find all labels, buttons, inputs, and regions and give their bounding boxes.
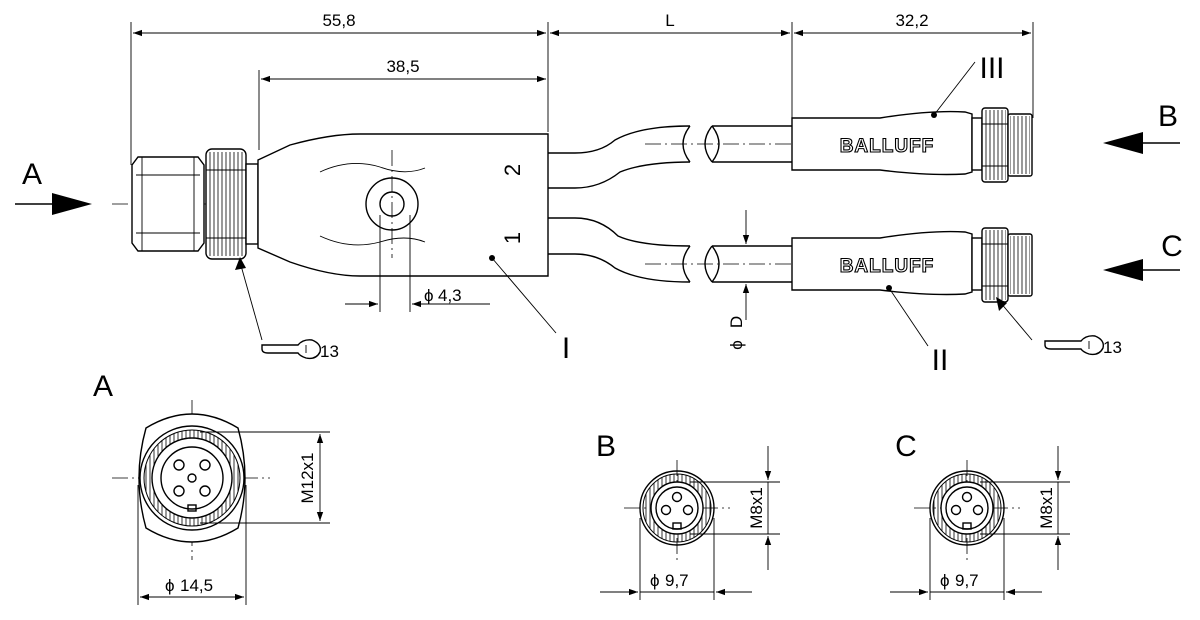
splitter-body xyxy=(257,133,549,277)
dim-connector-length: 32,2 xyxy=(895,11,928,30)
diameter-symbol-b: ϕ xyxy=(650,571,660,590)
view-label-b-arrow: B xyxy=(1158,100,1178,133)
wrench-size-right: 13 xyxy=(1103,338,1122,357)
dim-thread-a: M12x1 xyxy=(298,452,317,503)
view-b-dimensions xyxy=(600,446,780,600)
view-c-dimensions xyxy=(890,446,1070,600)
mount-hole-dimension xyxy=(345,215,490,312)
lower-m8-connector xyxy=(791,227,1033,303)
brand-label-lower: BALLUFF xyxy=(840,256,935,277)
port-label-upper: 2 xyxy=(500,164,525,176)
diameter-symbol-mount: ϕ xyxy=(424,286,434,305)
view-label-a-arrow: A xyxy=(22,158,42,191)
wrench-size-left: 13 xyxy=(320,342,339,361)
view-arrow-b xyxy=(1103,132,1180,154)
view-a-dimensions xyxy=(137,431,330,605)
dim-cable-diameter: D xyxy=(727,316,746,328)
diameter-symbol-c: ϕ xyxy=(940,571,950,590)
dim-mount-hole: 4,3 xyxy=(438,286,462,305)
dim-diameter-c: 9,7 xyxy=(955,571,979,590)
view-b-m8-face xyxy=(624,460,730,560)
part-label-lower-connector: II xyxy=(932,344,949,377)
diameter-symbol-cable: ϕ xyxy=(727,340,746,350)
top-dimension-lines xyxy=(130,22,1034,165)
dim-diameter-b: 9,7 xyxy=(665,571,689,590)
part-label-splitter: I xyxy=(562,332,570,365)
view-c-m8-face xyxy=(914,460,1020,560)
lower-cable xyxy=(548,217,792,283)
diameter-symbol-a: ϕ xyxy=(165,576,175,595)
brand-label-upper: BALLUFF xyxy=(840,136,935,157)
dim-total-length: 55,8 xyxy=(322,11,355,30)
upper-cable xyxy=(548,125,792,189)
port-label-lower: 1 xyxy=(500,232,525,244)
part-label-upper-connector: III xyxy=(979,52,1004,85)
m12-knurled-nut xyxy=(205,148,259,260)
view-arrow-a xyxy=(15,193,92,215)
view-c-title: C xyxy=(895,430,917,463)
dim-thread-b: M8x1 xyxy=(747,487,766,529)
wrench-callout-left xyxy=(235,257,322,360)
part-leaders xyxy=(489,61,976,347)
dim-cable-length: L xyxy=(665,11,674,30)
upper-m8-connector xyxy=(791,107,1033,183)
wrench-callout-right xyxy=(996,297,1105,356)
dim-thread-c: M8x1 xyxy=(1037,487,1056,529)
view-a-m12-face xyxy=(112,400,270,560)
view-label-c-arrow: C xyxy=(1161,230,1183,263)
dim-diameter-a: 14,5 xyxy=(180,576,213,595)
m12-connector-hex xyxy=(131,156,205,252)
view-a-title: A xyxy=(93,370,113,403)
view-b-title: B xyxy=(596,430,616,463)
dim-body-length: 38,5 xyxy=(386,57,419,76)
view-arrow-c xyxy=(1103,259,1180,281)
